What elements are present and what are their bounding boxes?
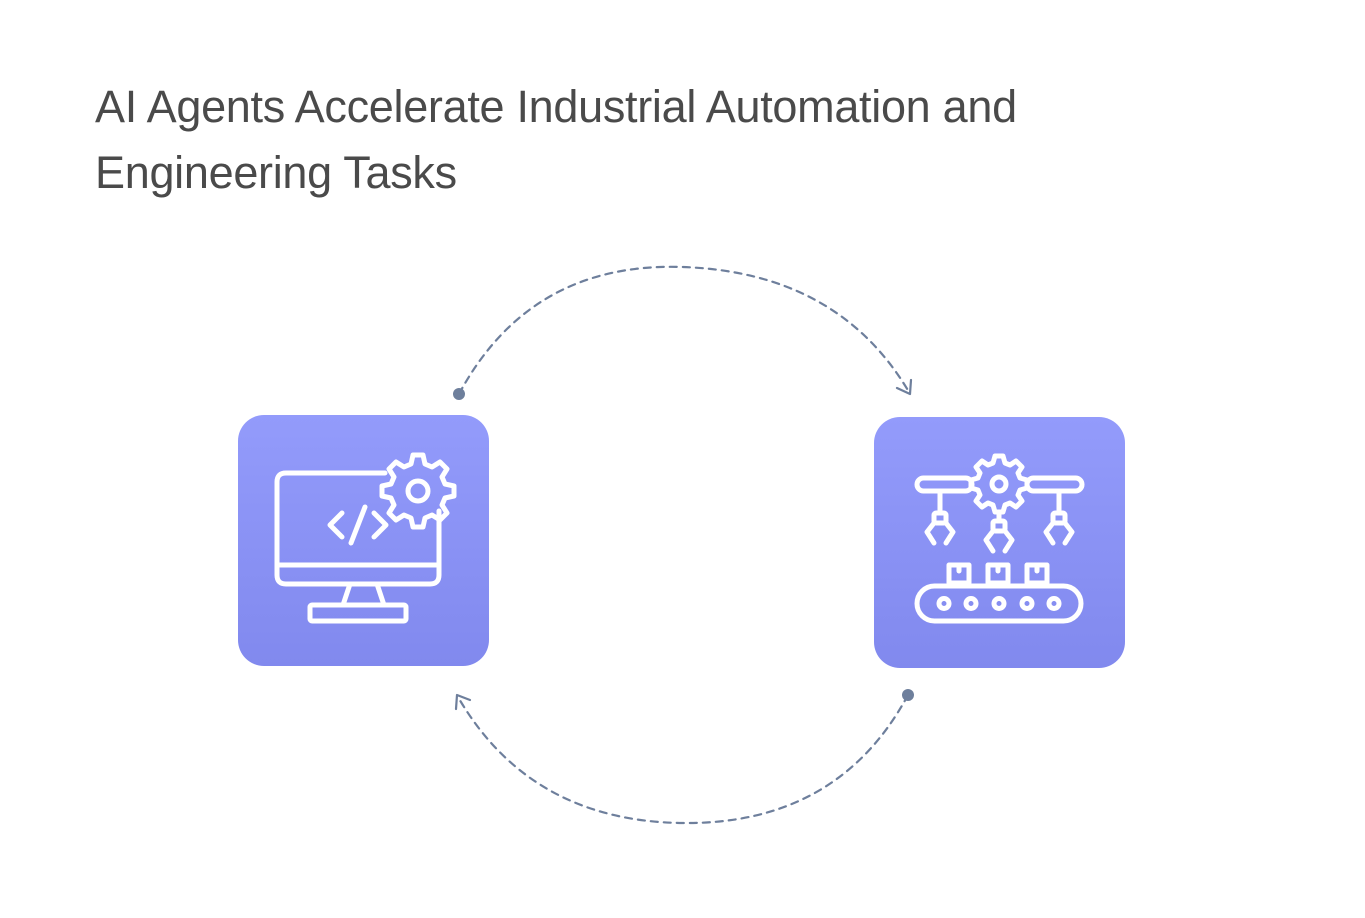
software-engineering-node bbox=[238, 415, 489, 666]
connector-top-arc bbox=[453, 265, 913, 400]
industrial-automation-node bbox=[874, 417, 1125, 668]
connector-start-dot bbox=[902, 689, 914, 701]
arrowhead-icon bbox=[895, 378, 913, 396]
robotic-assembly-line-icon bbox=[914, 453, 1085, 624]
computer-code-gear-icon bbox=[274, 452, 457, 624]
page-title: AI Agents Accelerate Industrial Automati… bbox=[95, 81, 1017, 198]
connector-bottom-arc bbox=[454, 689, 914, 825]
arrowhead-icon bbox=[454, 693, 472, 711]
connector-start-dot bbox=[453, 388, 465, 400]
